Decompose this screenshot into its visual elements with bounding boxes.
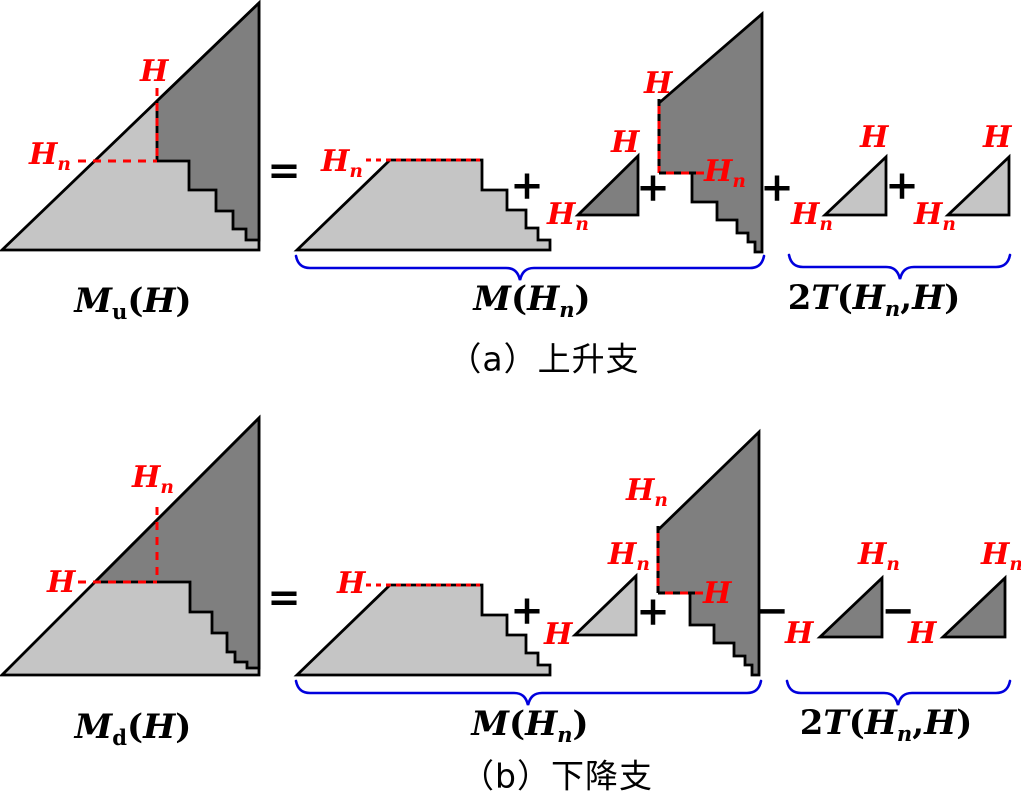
panel-a-tall-dark-piece: [659, 14, 762, 252]
panel-a-major-dark-region: [155, 0, 261, 242]
panel-a-caption: （a）上升支: [448, 339, 640, 379]
panel-a-lhs-label: Mu(H): [74, 280, 192, 324]
panel-a-plus-1: +: [510, 162, 544, 209]
panel-a-label-h-t1: H: [860, 120, 889, 155]
panel-b-lhs-label: Md(H): [74, 706, 192, 750]
panel-b-label-h-tall-piece: H: [703, 576, 732, 611]
panel-a-plus-4: +: [885, 162, 919, 209]
panel-b-brace-minor-loop: [294, 679, 763, 706]
panel-b-label-hn-tall-piece: Hn: [626, 473, 668, 512]
panel-b-label-h-small-triangle: H: [544, 617, 573, 652]
panel-a-label-h-major: H: [140, 54, 169, 89]
panel-a-plus-3: +: [760, 164, 794, 211]
panel-b-label-h-t1: H: [785, 616, 814, 651]
panel-a-label-h-tall-piece: H: [644, 66, 673, 101]
panel-b-label-hn-small-triangle: Hn: [608, 537, 650, 576]
panel-a-equals-sign: =: [267, 147, 301, 194]
panel-a-label-hn-tall-piece: Hn: [704, 154, 746, 193]
panel-b-label-hn-major: Hn: [132, 460, 174, 499]
panel-b-major-dark-region: [91, 414, 261, 670]
panel-b-minor-loop-label: M(Hn): [471, 703, 589, 747]
panel-b-label-hn-t2: Hn: [981, 537, 1021, 574]
panel-a-t-triangle-2: [944, 153, 1011, 217]
panel-b-plus-1: +: [510, 587, 544, 634]
panel-a-tall-dark-outline: [658, 10, 764, 254]
panel-b-label-h-trapezoid: H: [337, 566, 366, 601]
panel-b-minus-1: −: [755, 587, 789, 634]
panel-b-plus-2: +: [636, 588, 670, 635]
panel-a-label-h-t2: H: [983, 120, 1012, 155]
panel-b-label-hn-t1: Hn: [858, 537, 900, 576]
panel-a-brace-2t: [787, 253, 1012, 280]
panel-b-minus-2: −: [881, 587, 915, 634]
panel-b-small-light-triangle: [571, 572, 638, 637]
panel-a-t-triangle-1: [821, 153, 888, 217]
panel-a-minor-loop-trapezoid: [293, 158, 552, 252]
panel-b-label-h-major: H: [47, 565, 76, 600]
panel-b-tall-dark-outline: [657, 428, 761, 677]
panel-a-minor-loop-label: M(Hn): [473, 278, 591, 322]
panel-b-caption: （b）下降支: [461, 756, 653, 796]
panel-a-label-hn-small-triangle: Hn: [547, 197, 589, 236]
panel-a-label-hn-trapezoid: Hn: [321, 144, 363, 183]
panel-a-brace-minor-loop: [294, 254, 766, 281]
panel-a-label-hn-t2: Hn: [914, 197, 956, 236]
panel-a-small-dark-triangle: [574, 152, 640, 217]
panel-b-brace-2t: [785, 679, 1012, 706]
panel-a-label-hn-t1: Hn: [791, 197, 833, 236]
panel-a-label-hn-major: Hn: [29, 137, 71, 176]
panel-b-2t-label: 2T(Hn,H): [799, 702, 973, 746]
panel-b-tall-dark-piece: [658, 432, 759, 675]
panel-a-2t-label: 2T(Hn,H): [787, 277, 961, 321]
panel-b-t-triangle-2: [939, 574, 1007, 639]
panel-b-equals-sign: =: [267, 574, 301, 621]
panel-b-minor-loop-trapezoid: [293, 583, 552, 677]
panel-a-label-h-small-triangle: H: [611, 125, 640, 160]
panel-a-plus-2: +: [636, 164, 670, 211]
panel-b-label-h-t2: H: [908, 616, 937, 651]
panel-b-t-triangle-1: [816, 574, 884, 639]
